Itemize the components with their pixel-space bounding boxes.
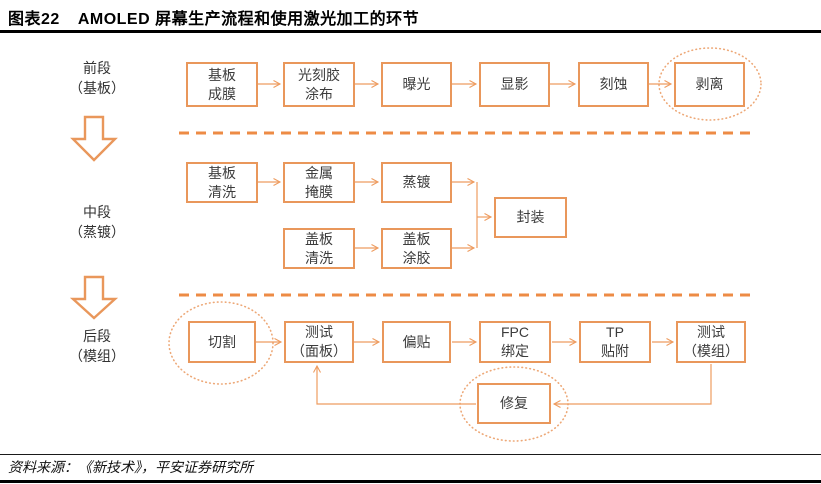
repair-to-panel-test-connector (313, 364, 476, 405)
step-tp-attach: TP 贴附 (579, 321, 651, 363)
module-test-to-repair-connector (552, 364, 712, 408)
step-fpc-bonding: FPC 绑定 (479, 321, 551, 363)
step-label-line: 清洗 (305, 249, 333, 266)
step-label-line: （模组） (683, 343, 739, 359)
step-label-line: （面板） (291, 343, 347, 359)
step-label-line: 修复 (500, 395, 528, 411)
step-label-line: FPC (501, 324, 529, 340)
step-label-line: 基板 (208, 66, 236, 83)
step-panel-test: 测试 （面板） (284, 321, 354, 363)
bottom-rule (0, 480, 821, 483)
step-developing: 显影 (479, 62, 550, 107)
step-label-line: 显影 (500, 76, 529, 92)
step-label-line: 剥离 (695, 76, 724, 92)
step-label-line: 绑定 (501, 343, 529, 359)
figure-title: 图表22 AMOLED 屏幕生产流程和使用激光加工的环节 (8, 5, 419, 29)
step-label-line: 测试 (305, 324, 333, 340)
step-cutting: 切割 (188, 321, 256, 363)
stage-label-line: 中段 (83, 204, 111, 220)
stage-label-line: 后段 (83, 328, 111, 344)
footer-divider-rule (0, 454, 821, 455)
step-exposure: 曝光 (381, 62, 452, 107)
stage-label-front: 前段 （基板） (41, 58, 153, 98)
stage-label-line: （模组） (69, 348, 125, 364)
laser-step-ellipse-liftoff (658, 47, 762, 121)
title-divider-rule (0, 30, 821, 33)
step-photoresist-coating: 光刻胶 涂布 (283, 62, 355, 107)
step-cover-cleaning: 盖板 清洗 (283, 228, 355, 269)
stage-label-line: （蒸镀） (69, 224, 125, 240)
step-substrate-film: 基板 成膜 (186, 62, 258, 107)
step-label-line: 基板 (208, 164, 236, 181)
step-label-line: 偏贴 (402, 333, 431, 350)
source-note: 资料来源：《新技术》，平安证券研究所 (8, 461, 253, 476)
step-label-line: 封装 (516, 209, 545, 225)
step-liftoff: 剥离 (674, 62, 745, 107)
step-label-line: 盖板 (305, 230, 333, 247)
step-label-line: 成膜 (208, 85, 236, 102)
step-label-line: 光刻胶 (298, 66, 340, 83)
stage-label-middle: 中段 （蒸镀） (41, 202, 153, 242)
step-repair: 修复 (477, 383, 551, 424)
step-label-line: 刻蚀 (599, 76, 628, 92)
step-label-line: 切割 (208, 333, 236, 350)
stage-label-line: 前段 (83, 60, 111, 76)
step-label-line: 贴附 (601, 343, 629, 359)
step-label-line: 测试 (697, 324, 725, 340)
figure-title-text: AMOLED 屏幕生产流程和使用激光加工的环节 (77, 11, 420, 28)
step-cover-gluing: 盖板 涂胶 (381, 228, 452, 269)
stage-down-arrow-icon-1 (70, 115, 118, 162)
step-evaporation: 蒸镀 (381, 162, 452, 203)
step-label-line: 蒸镀 (402, 174, 431, 190)
figure-number-label: 图表22 (8, 11, 60, 28)
step-label-line: 涂布 (305, 85, 333, 102)
step-module-test: 测试 （模组） (676, 321, 746, 363)
step-label-line: 清洗 (208, 183, 236, 200)
step-encapsulation: 封装 (494, 197, 567, 238)
step-label-line: 涂胶 (402, 249, 431, 266)
step-polarizer-lamination: 偏贴 (382, 321, 451, 363)
laser-step-ellipse-cutting (168, 301, 274, 385)
step-substrate-cleaning: 基板 清洗 (186, 162, 258, 203)
step-label-line: 金属 (305, 164, 333, 181)
stage-down-arrow-icon-2 (69, 275, 119, 320)
step-label-line: TP (606, 324, 624, 340)
step-metal-mask: 金属 掩膜 (283, 162, 355, 203)
stage-label-line: （基板） (69, 80, 125, 96)
step-label-line: 掩膜 (305, 183, 333, 200)
stage-label-back: 后段 （模组） (41, 326, 153, 366)
step-etching: 刻蚀 (578, 62, 649, 107)
step-label-line: 曝光 (402, 76, 431, 92)
step-label-line: 盖板 (402, 230, 431, 247)
